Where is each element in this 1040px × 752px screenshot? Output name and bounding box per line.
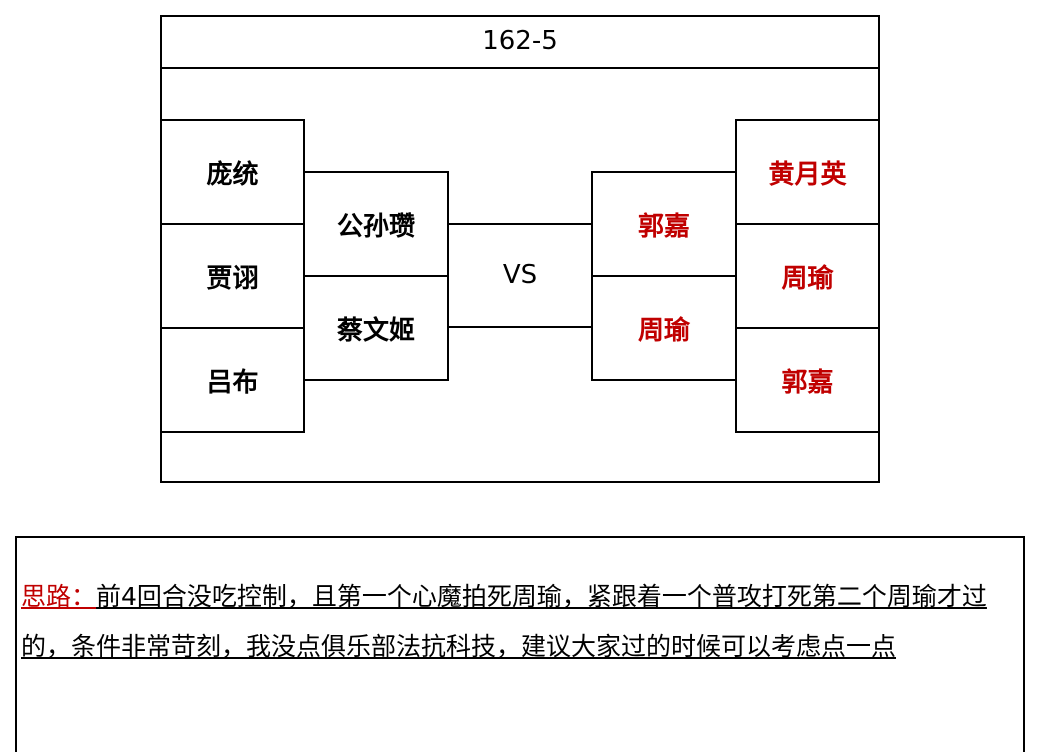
stage-title: 162-5	[160, 15, 880, 69]
left-outer-hero-3: 吕布	[160, 327, 305, 433]
strategy-note: 思路：前4回合没吃控制，且第一个心魔拍死周瑜，紧跟着一个普攻打死第二个周瑜才过的…	[15, 536, 1025, 752]
note-text: 前4回合没吃控制，且第一个心魔拍死周瑜，紧跟着一个普攻打死第二个周瑜才过的，条件…	[21, 582, 987, 661]
right-inner-hero-2: 周瑜	[591, 275, 737, 381]
left-outer-hero-2: 贾诩	[160, 223, 305, 329]
left-outer-hero-1: 庞统	[160, 119, 305, 225]
right-inner-hero-1: 郭嘉	[591, 171, 737, 277]
vs-label: VS	[502, 260, 538, 290]
left-inner-hero-1: 公孙瓒	[303, 171, 449, 277]
right-outer-hero-3: 郭嘉	[735, 327, 880, 433]
connector-bottom	[448, 326, 592, 328]
left-inner-hero-2: 蔡文姬	[303, 275, 449, 381]
connector-top	[448, 223, 592, 225]
right-outer-hero-1: 黄月英	[735, 119, 880, 225]
note-label: 思路：	[21, 582, 97, 611]
right-outer-hero-2: 周瑜	[735, 223, 880, 329]
